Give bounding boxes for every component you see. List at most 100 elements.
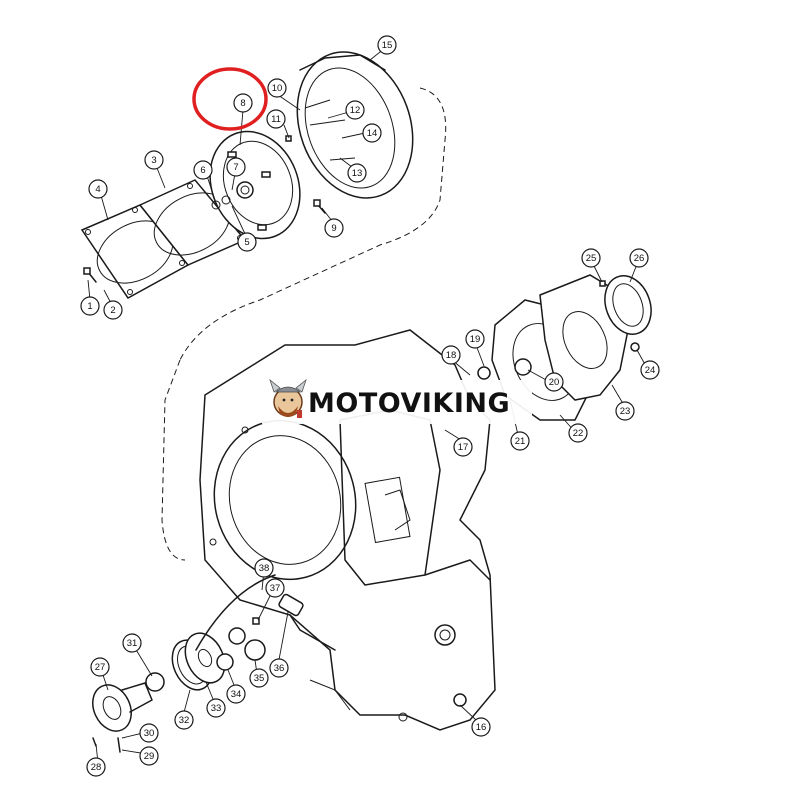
callout-bubble: [174, 710, 194, 730]
callout-18: 18: [441, 345, 461, 365]
callout-number: 14: [367, 128, 378, 139]
callout-34: 34: [226, 684, 246, 704]
callout-number: 32: [179, 715, 190, 726]
callout-3: 3: [144, 150, 164, 170]
callout-bubble: [471, 717, 491, 737]
washer-34: [216, 653, 234, 671]
callout-number: 20: [549, 377, 560, 388]
callout-1: 1: [80, 296, 100, 316]
callout-36: 36: [269, 658, 289, 678]
callout-6: 6: [193, 160, 213, 180]
callout-9: 9: [324, 218, 344, 238]
tube-38: [195, 574, 276, 651]
callout-bubble: [615, 401, 635, 421]
o-ring-6: [211, 200, 221, 210]
callout-bubble: [347, 163, 367, 183]
callout-bubble: [441, 345, 461, 365]
callout-5: 5: [237, 232, 257, 252]
callout-number: 10: [272, 83, 283, 94]
callout-14: 14: [362, 123, 382, 143]
callout-35: 35: [249, 668, 269, 688]
callout-number: 23: [620, 406, 631, 417]
callout-20: 20: [544, 372, 564, 392]
callout-bubble: [249, 668, 269, 688]
callout-bubble: [80, 296, 100, 316]
callout-bubble: [122, 633, 142, 653]
callout-number: 34: [231, 689, 242, 700]
callout-38: 38: [254, 558, 274, 578]
motoviking-watermark: MOTOVIKING: [262, 378, 532, 424]
callout-bubble: [453, 437, 473, 457]
callout-number: 26: [634, 253, 645, 264]
gear-33: [171, 632, 226, 691]
callout-number: 24: [645, 365, 656, 376]
callout-bubble: [144, 150, 164, 170]
callout-bubble: [237, 232, 257, 252]
callout-31: 31: [122, 633, 142, 653]
callout-number: 35: [254, 673, 265, 684]
bolts-29-30: [92, 737, 121, 753]
callout-number: 37: [270, 583, 281, 594]
callout-bubble: [362, 123, 382, 143]
callout-37: 37: [265, 578, 285, 598]
callout-30: 30: [139, 723, 159, 743]
assembly-boundary-lower: [161, 359, 186, 561]
callout-number: 30: [144, 728, 155, 739]
callout-bubble: [193, 160, 213, 180]
highlight-circle-part-8: [192, 67, 268, 131]
callout-bubble: [254, 558, 274, 578]
callout-bubble: [510, 431, 530, 451]
callout-number: 15: [382, 40, 393, 51]
o-ring-31: [145, 672, 165, 692]
o-ring-5: [221, 195, 231, 205]
callout-17: 17: [453, 437, 473, 457]
callout-bubble: [581, 248, 601, 268]
callout-11: 11: [266, 109, 286, 129]
seal-ring-26: [604, 275, 652, 335]
callout-12: 12: [345, 100, 365, 120]
callout-21: 21: [510, 431, 530, 451]
callout-bubble: [465, 329, 485, 349]
callout-number: 8: [240, 98, 245, 109]
callout-bubble: [324, 218, 344, 238]
callout-number: 5: [244, 237, 249, 248]
callout-bubble: [640, 360, 660, 380]
housing-ring-15: [296, 51, 414, 199]
shaft-36: [278, 593, 304, 617]
callout-13: 13: [347, 163, 367, 183]
bearing-32: [228, 627, 246, 645]
callout-bubble: [267, 78, 287, 98]
callout-bubble: [90, 657, 110, 677]
washer-24: [630, 342, 640, 352]
callout-32: 32: [174, 710, 194, 730]
viking-logo-icon: [269, 378, 307, 418]
callout-number: 1: [87, 301, 92, 312]
callout-number: 2: [110, 305, 115, 316]
callout-27: 27: [90, 657, 110, 677]
callout-number: 18: [446, 350, 457, 361]
callout-number: 36: [274, 663, 285, 674]
callout-number: 31: [127, 638, 138, 649]
callout-8: 8: [233, 93, 253, 113]
assembly-boundary-upper: [179, 87, 447, 361]
callout-bubble: [226, 684, 246, 704]
callout-bubble: [139, 723, 159, 743]
callout-24: 24: [640, 360, 660, 380]
callout-4: 4: [88, 179, 108, 199]
callout-bubble: [103, 300, 123, 320]
callout-bubble: [139, 746, 159, 766]
callout-number: 19: [470, 334, 481, 345]
watermark-brand-text: MOTOVIKING: [308, 388, 510, 419]
callout-bubble: [345, 100, 365, 120]
callout-7: 7: [226, 157, 246, 177]
transmission-housing-16: [199, 329, 496, 731]
callout-23: 23: [615, 401, 635, 421]
callout-bubble: [568, 423, 588, 443]
callout-number: 6: [200, 165, 205, 176]
callout-number: 38: [259, 563, 270, 574]
callout-number: 3: [151, 155, 156, 166]
callout-number: 7: [233, 162, 238, 173]
o-ring-19: [477, 366, 491, 380]
o-ring-20: [514, 358, 532, 376]
callout-bubble: [226, 157, 246, 177]
